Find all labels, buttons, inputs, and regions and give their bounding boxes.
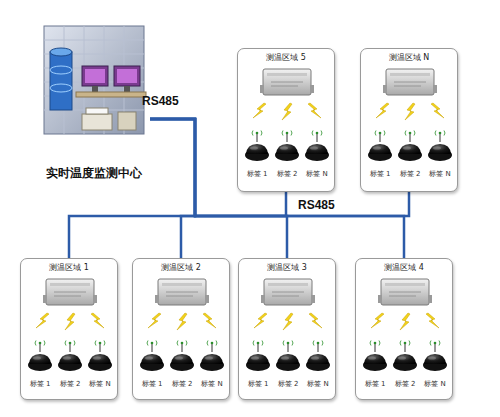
tag-disk: [427, 129, 453, 163]
center-illustration-use: [44, 26, 146, 134]
tag-label: 标签 1: [241, 379, 275, 389]
tag-node: 标签 N: [199, 339, 225, 397]
bus-label: RS485: [298, 198, 335, 212]
rs485-bus: [69, 119, 195, 258]
tag-node: 标签 N: [87, 339, 113, 397]
tag-disk-use: [275, 131, 299, 162]
tag-label: 标签 1: [23, 379, 57, 389]
tag-disk: [87, 339, 113, 373]
tag-disk: [169, 339, 195, 373]
tag-node: 标签 1: [27, 339, 53, 397]
tag-disk: [244, 129, 270, 163]
rs485-bus: [150, 119, 195, 258]
tag-disk-use: [276, 341, 300, 372]
tag-disk: [245, 339, 271, 373]
zone-box: 测温区域 N 标签 1标签 2标签 N: [360, 48, 458, 192]
tag-disk-use: [88, 341, 112, 372]
tag-label: 标签 2: [393, 169, 427, 179]
tag-disk-use: [393, 341, 417, 372]
tag-node: 标签 N: [305, 339, 331, 397]
tag-disk-use: [368, 131, 392, 162]
tag-label: 标签 N: [301, 379, 335, 389]
tag-disk-use: [170, 341, 194, 372]
tag-label: 标签 N: [300, 169, 334, 179]
receiver-device-use: [371, 279, 439, 330]
tag-label: 标签 1: [363, 169, 397, 179]
tag-disk-use: [28, 341, 52, 372]
tag-disk-use: [423, 341, 447, 372]
tag-node: 标签 2: [169, 339, 195, 397]
receiver-device-use: [254, 279, 322, 330]
receiver-device-use: [148, 279, 216, 330]
zone-title: 测温区域 N: [361, 52, 457, 63]
tag-node: 标签 1: [245, 339, 271, 397]
tag-node: 标签 N: [304, 129, 330, 187]
monitor-center: 实时温度监测中心: [38, 22, 150, 192]
zone-box: 测温区域 1 标签 1标签 2标签 N: [20, 258, 118, 400]
zone-title: 测温区域 5: [238, 52, 334, 63]
tag-label: 标签 2: [270, 169, 304, 179]
tag-disk: [274, 129, 300, 163]
tag-label: 标签 2: [388, 379, 422, 389]
tag-label: 标签 N: [195, 379, 229, 389]
tag-label: 标签 1: [135, 379, 169, 389]
tag-node: 标签 N: [427, 129, 453, 187]
tag-node: 标签 2: [274, 129, 300, 187]
center-illustration: [38, 22, 150, 152]
tag-label: 标签 2: [53, 379, 87, 389]
zone-box: 测温区域 3 标签 1标签 2标签 N: [238, 258, 336, 400]
tag-label: 标签 1: [240, 169, 274, 179]
tag-node: 标签 1: [139, 339, 165, 397]
tag-disk-use: [398, 131, 422, 162]
tag-label: 标签 1: [358, 379, 392, 389]
tag-label: 标签 N: [83, 379, 117, 389]
tag-disk-use: [140, 341, 164, 372]
tag-label: 标签 N: [418, 379, 452, 389]
tag-disk: [304, 129, 330, 163]
receiver-device-use: [36, 279, 104, 330]
bus-label: RS485: [142, 94, 179, 108]
tag-node: 标签 2: [57, 339, 83, 397]
tag-node: 标签 1: [367, 129, 393, 187]
tag-label: 标签 N: [423, 169, 457, 179]
zone-title: 测温区域 1: [21, 262, 117, 273]
tag-disk: [422, 339, 448, 373]
tag-disk: [199, 339, 225, 373]
center-title: 实时温度监测中心: [32, 166, 156, 181]
tag-disk: [397, 129, 423, 163]
tag-node: 标签 1: [244, 129, 270, 187]
tag-disk: [362, 339, 388, 373]
tag-label: 标签 2: [271, 379, 305, 389]
tag-node: 标签 1: [362, 339, 388, 397]
tag-disk-use: [58, 341, 82, 372]
tag-disk: [392, 339, 418, 373]
tag-disk: [57, 339, 83, 373]
tag-node: 标签 2: [397, 129, 423, 187]
zone-title: 测温区域 2: [133, 262, 229, 273]
receiver-device-use: [253, 69, 321, 120]
tag-disk-use: [428, 131, 452, 162]
tag-node: 标签 2: [392, 339, 418, 397]
tag-node: 标签 2: [275, 339, 301, 397]
tag-disk: [367, 129, 393, 163]
tag-disk: [305, 339, 331, 373]
zone-box: 测温区域 2 标签 1标签 2标签 N: [132, 258, 230, 400]
tag-disk: [275, 339, 301, 373]
zone-title: 测温区域 3: [239, 262, 335, 273]
zone-box: 测温区域 4 标签 1标签 2标签 N: [355, 258, 453, 400]
tag-label: 标签 2: [165, 379, 199, 389]
tag-disk: [27, 339, 53, 373]
tag-disk-use: [306, 341, 330, 372]
receiver-device-use: [376, 69, 444, 120]
tag-disk: [139, 339, 165, 373]
tag-disk-use: [245, 131, 269, 162]
tag-disk-use: [305, 131, 329, 162]
zone-box: 测温区域 5 标签 1标签 2标签 N: [237, 48, 335, 192]
tag-disk-use: [363, 341, 387, 372]
tag-disk-use: [246, 341, 270, 372]
tag-node: 标签 N: [422, 339, 448, 397]
zone-title: 测温区域 4: [356, 262, 452, 273]
tag-disk-use: [200, 341, 224, 372]
